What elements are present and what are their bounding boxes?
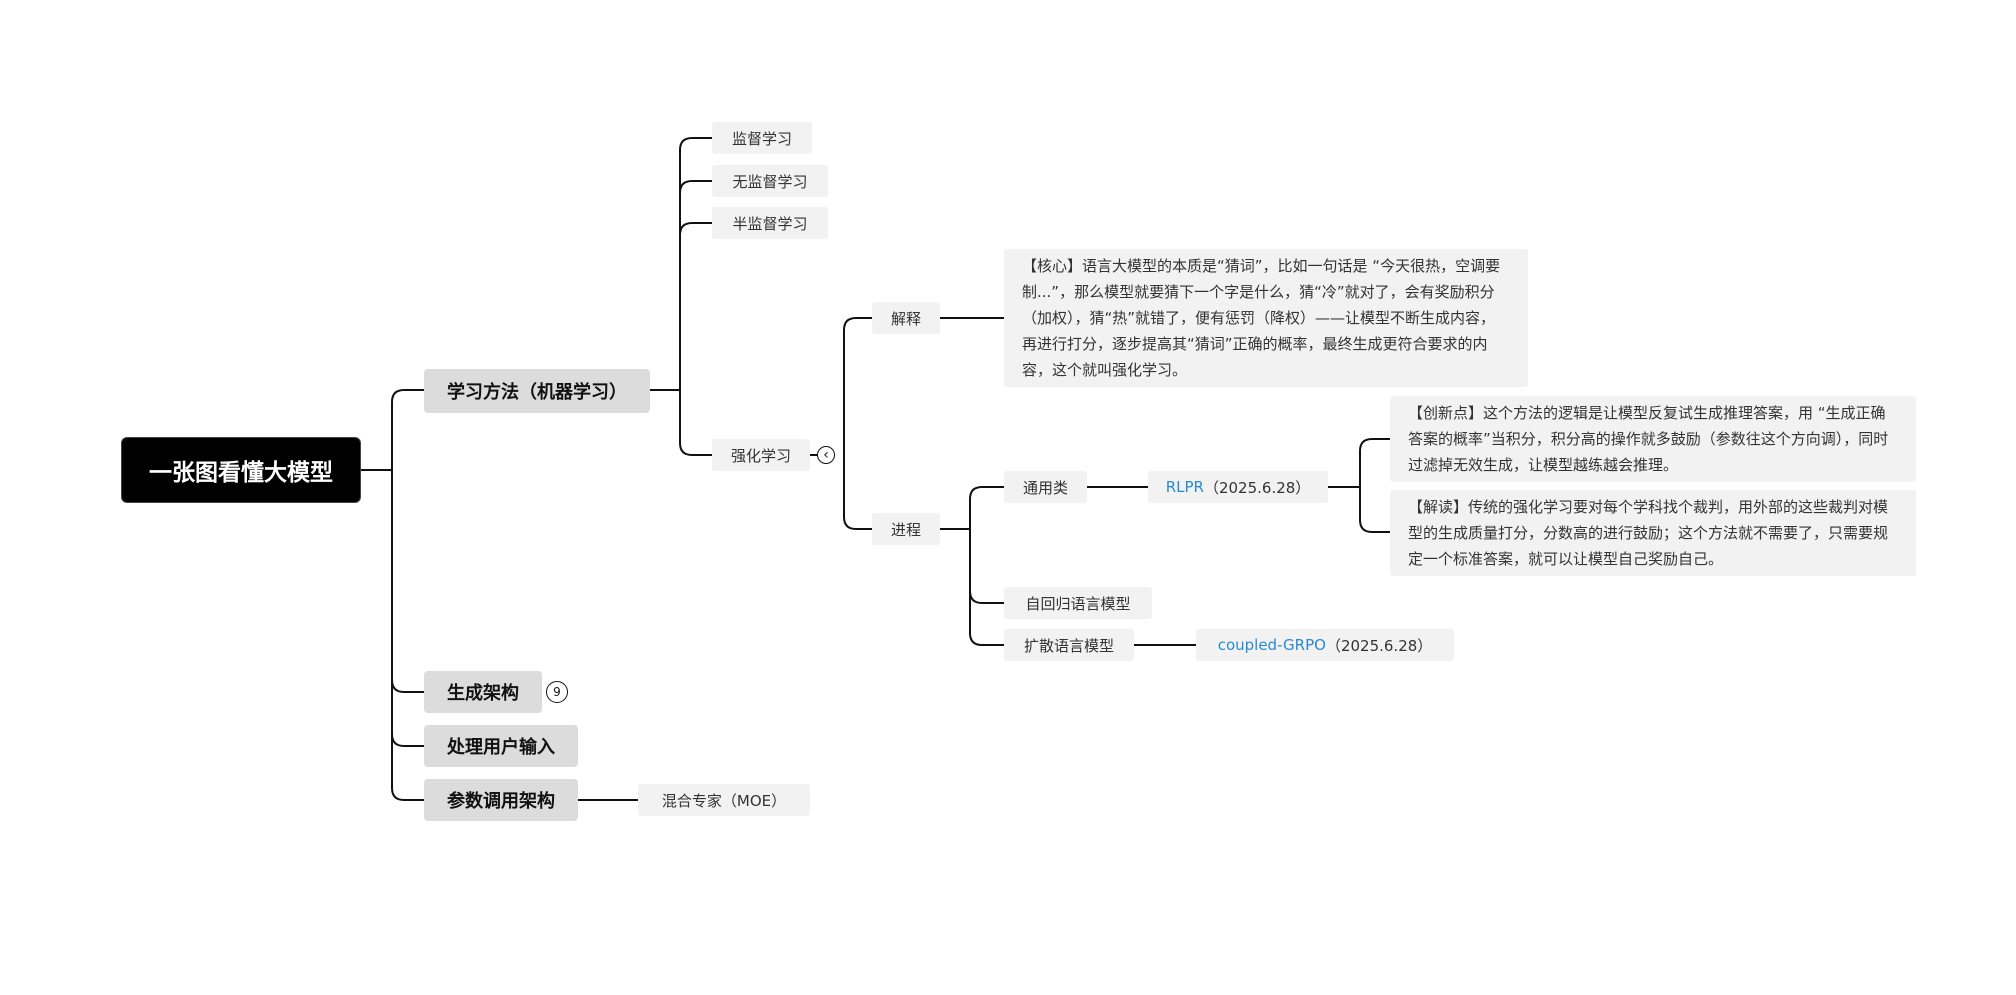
node-moe[interactable]: 混合专家（MOE） [638,784,810,816]
coupled-grpo-link[interactable]: coupled-GRPO [1217,636,1326,654]
rlpr-link[interactable]: RLPR [1165,478,1204,496]
innovation-paragraph[interactable]: 【创新点】这个方法的逻辑是让模型反复试生成推理答案，用 “生成正确答案的概率”当… [1390,396,1916,482]
node-autoregressive[interactable]: 自回归语言模型 [1004,587,1152,619]
coupled-grpo-date: （2025.6.28） [1325,636,1433,655]
node-coupled-grpo[interactable]: coupled-GRPO（2025.6.28） [1196,629,1454,661]
node-unsupervised[interactable]: 无监督学习 [712,165,828,197]
node-progress[interactable]: 进程 [872,513,940,545]
node-rlpr[interactable]: RLPR（2025.6.28） [1148,471,1328,503]
branch-learning-methods[interactable]: 学习方法（机器学习） [424,369,650,413]
branch-user-input[interactable]: 处理用户输入 [424,725,578,767]
collapse-toggle-icon[interactable]: ‹ [817,446,835,464]
node-diffusion[interactable]: 扩散语言模型 [1004,629,1134,661]
root-topic[interactable]: 一张图看懂大模型 [122,438,360,502]
node-explain[interactable]: 解释 [872,302,940,334]
node-semi-supervised[interactable]: 半监督学习 [712,207,828,239]
explain-paragraph[interactable]: 【核心】语言大模型的本质是“猜词”，比如一句话是 “今天很热，空调要制...”，… [1004,249,1528,387]
node-reinforcement[interactable]: 强化学习 [712,439,810,471]
branch-generation[interactable]: 生成架构 [424,671,542,713]
interpretation-paragraph[interactable]: 【解读】传统的强化学习要对每个学科找个裁判，用外部的这些裁判对模型的生成质量打分… [1390,490,1916,576]
rlpr-date: （2025.6.28） [1203,478,1311,497]
node-supervised[interactable]: 监督学习 [712,122,812,154]
collapsed-count-badge[interactable]: 9 [546,681,568,703]
node-general[interactable]: 通用类 [1004,471,1087,503]
branch-param-architecture[interactable]: 参数调用架构 [424,779,578,821]
